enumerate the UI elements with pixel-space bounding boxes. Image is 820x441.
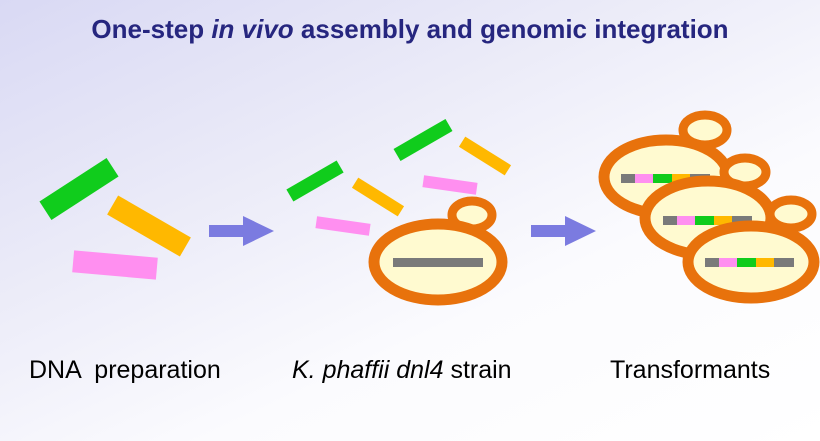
label-strain-suffix: strain [443, 356, 512, 384]
orange-dna-fragment [458, 136, 512, 176]
title-italic: in vivo [211, 14, 294, 44]
green-dna-fragment [39, 157, 119, 221]
dna-fragments-group [39, 157, 191, 280]
page-title: One-step in vivo assembly and genomic in… [0, 14, 820, 45]
label-dna-preparation: DNA preparation [29, 356, 221, 384]
arrow-right-icon [209, 216, 274, 246]
strain-fragments-group [286, 118, 512, 236]
integrated-construct [663, 216, 752, 225]
yeast-bud [765, 195, 817, 233]
transformant-cell-3 [682, 195, 820, 304]
label-strain-species: K. phaffii [292, 356, 390, 384]
green-dna-fragment [393, 118, 453, 162]
label-strain: K. phaffii dnl4 strain [292, 356, 512, 385]
integrated-construct [705, 258, 794, 267]
title-part2: assembly and genomic integration [293, 14, 729, 44]
pink-dna-fragment [315, 216, 371, 236]
chromosome [393, 258, 483, 267]
orange-dna-fragment [107, 195, 191, 257]
label-transformants: Transformants [610, 356, 771, 384]
pink-dna-fragment [422, 175, 478, 195]
label-strain-gene: dnl4 [396, 356, 444, 384]
title-part1: One-step [91, 14, 212, 44]
orange-dna-fragment [351, 177, 405, 217]
yeast-cell [368, 196, 508, 306]
arrow-right-icon [531, 216, 596, 246]
pink-dna-fragment [72, 250, 158, 280]
green-dna-fragment [286, 160, 344, 202]
